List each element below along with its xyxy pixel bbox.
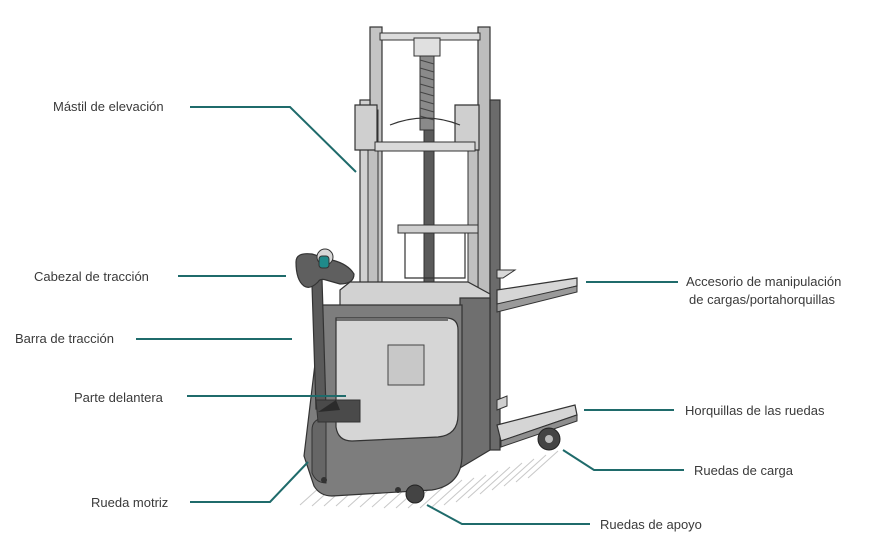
label-front: Parte delantera	[74, 390, 163, 405]
fork-carriage	[496, 269, 578, 313]
label-drive-wheel: Rueda motriz	[91, 495, 169, 510]
label-support-wheels: Ruedas de apoyo	[600, 517, 702, 532]
label-tow-bar: Barra de tracción	[15, 331, 114, 346]
leader-load-wheels	[562, 449, 684, 471]
chassis	[303, 281, 491, 497]
leader-mast	[190, 106, 357, 173]
label-carriage-line1: Accesorio de manipulación	[686, 274, 842, 289]
lower-fork-arms	[321, 395, 578, 504]
leader-drive-wheel	[190, 461, 309, 503]
label-carriage-line2: de cargas/portahorquillas	[689, 292, 835, 307]
floor-shadow	[299, 450, 559, 509]
label-load-wheels: Ruedas de carga	[694, 463, 794, 478]
label-tow-head: Cabezal de tracción	[34, 269, 149, 284]
label-fork-arms: Horquillas de las ruedas	[685, 403, 825, 418]
leader-lines	[136, 106, 684, 525]
label-lifting-mast: Mástil de elevación	[53, 99, 164, 114]
tow-bar	[295, 248, 361, 423]
leader-support-wheels	[426, 504, 590, 525]
